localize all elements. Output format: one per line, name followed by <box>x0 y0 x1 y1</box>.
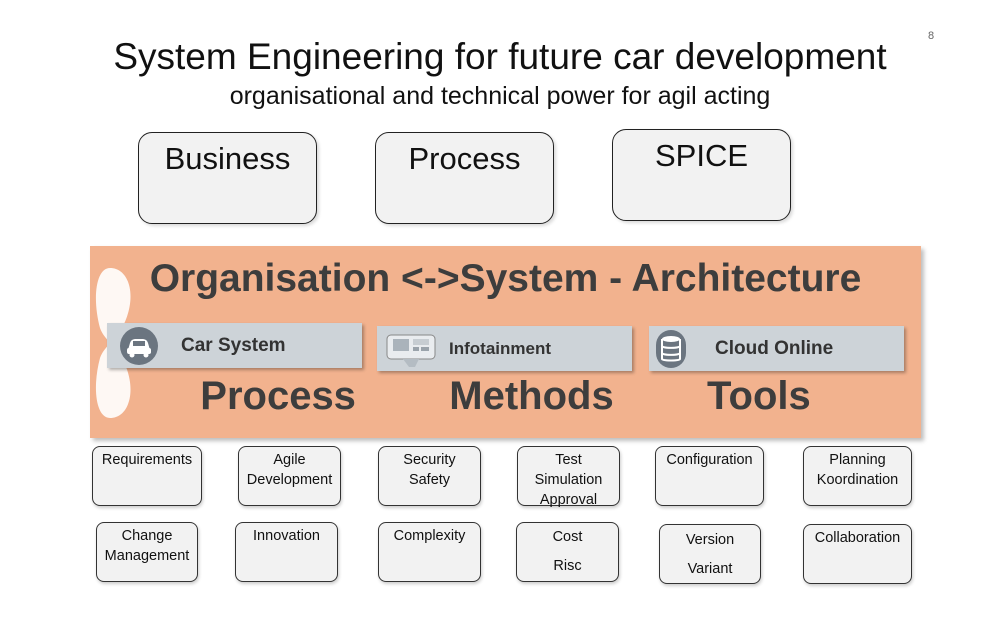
test-simulation-approval-box: Test Simulation Approval <box>517 446 620 508</box>
box-text: Development <box>246 472 333 488</box>
slide-title: System Engineering for future car develo… <box>113 36 887 77</box>
box-text: Management <box>104 548 190 564</box>
change-management-box: Change Management <box>96 522 198 582</box>
box-text: Configuration <box>666 452 753 468</box>
box-text: Variant <box>687 561 733 577</box>
car-icon <box>120 326 158 365</box>
box-text: Safety <box>408 472 451 488</box>
slide-subtitle: organisational and technical power for a… <box>229 82 771 110</box>
configuration-box: Configuration <box>655 446 764 506</box>
box-text: Collaboration <box>814 530 901 546</box>
complexity-box: Complexity <box>378 522 481 582</box>
box-text: Risc <box>553 558 582 574</box>
box-text: Koordination <box>816 472 899 488</box>
infotainment-label: Infotainment <box>449 338 551 358</box>
cloud-online-label: Cloud Online <box>715 337 834 359</box>
cost-risc-box: Cost Risc <box>516 522 619 582</box>
box-text: Simulation <box>534 472 603 488</box>
box-text: Requirements <box>101 452 193 468</box>
car-system-tab: Car System <box>107 323 362 368</box>
box-text: Version <box>685 532 735 548</box>
car-system-label: Car System <box>181 334 286 356</box>
security-safety-box: Security Safety <box>378 446 481 506</box>
box-text: Test <box>555 452 582 468</box>
infotainment-tab: Infotainment <box>377 326 632 371</box>
version-variant-box: Version Variant <box>659 524 761 584</box>
box-text: Security <box>403 452 456 468</box>
box-text: Innovation <box>253 528 320 544</box>
box-text: Change <box>121 528 173 544</box>
box-text: Approval <box>539 492 598 508</box>
dashboard-icon <box>386 334 436 367</box>
spice-box: SPICE <box>612 129 791 221</box>
innovation-box: Innovation <box>235 522 338 582</box>
cloud-online-tab: Cloud Online <box>649 326 904 371</box>
page-number: 8 <box>928 30 935 42</box>
planning-koordination-box: Planning Koordination <box>803 446 912 506</box>
requirements-box: Requirements <box>92 446 202 506</box>
band-title: Organisation <->System - Architecture <box>149 257 862 300</box>
process-methods-tools: Process Methods Tools <box>200 374 811 418</box>
box-text: Cost <box>552 529 583 545</box>
process-box: Process <box>375 132 554 224</box>
box-text: Agile <box>273 452 306 468</box>
box-text: Complexity <box>393 528 466 544</box>
collaboration-box: Collaboration <box>803 524 912 584</box>
database-icon <box>656 329 686 368</box>
agile-development-box: Agile Development <box>238 446 341 506</box>
box-text: Planning <box>829 452 886 468</box>
business-box: Business <box>138 132 317 224</box>
